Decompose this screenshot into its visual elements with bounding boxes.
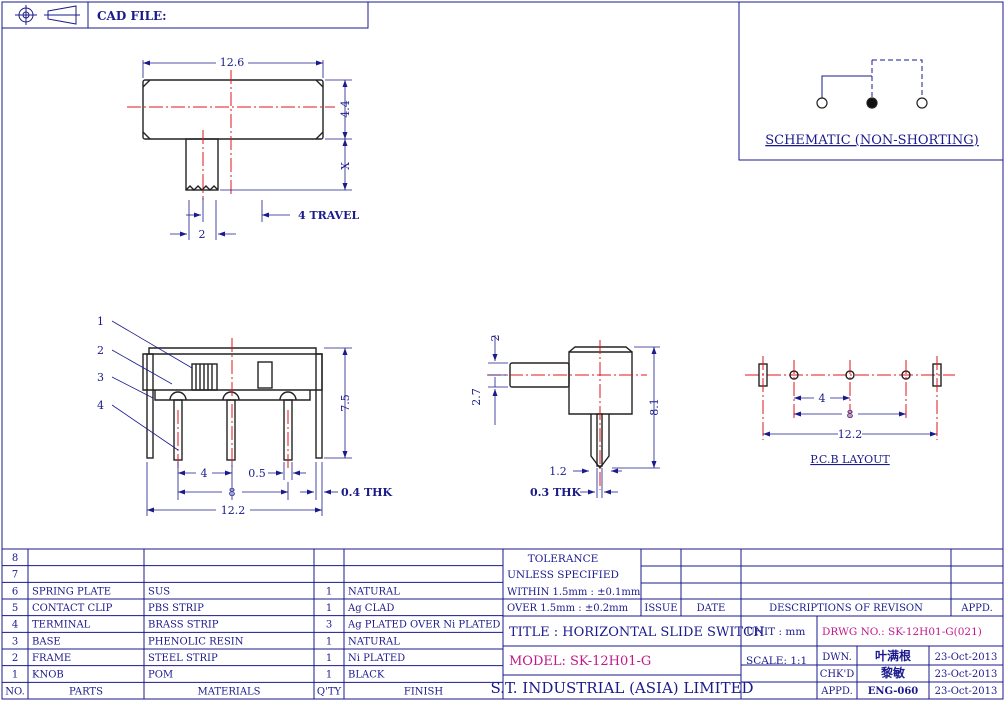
- bom-cell-no: 7: [12, 570, 18, 581]
- chk-name: 黎敏: [881, 665, 906, 680]
- revision-appd-header: APPD.: [960, 603, 993, 614]
- dwn-date: 23-Oct-2013: [935, 652, 998, 663]
- appd-date: 23-Oct-2013: [935, 686, 998, 697]
- dim-pin-width: 0.5: [248, 467, 266, 480]
- cad-file-label: CAD FILE:: [97, 9, 167, 23]
- callout-2: 2: [97, 344, 104, 357]
- pcb-layout-label: P.C.B LAYOUT: [810, 453, 890, 466]
- bom-cell-qty: 1: [326, 653, 332, 664]
- bom-cell-part: CONTACT CLIP: [32, 603, 113, 614]
- unit-label: UNIT : mm: [746, 626, 805, 638]
- dim-pitch: 2: [199, 228, 206, 241]
- bom-cell-no: 6: [12, 586, 18, 597]
- title-block: TOLERANCE UNLESS SPECIFIED WITHIN 1.5mm …: [490, 548, 1004, 700]
- bom-header-finish: FINISH: [404, 686, 443, 697]
- bom-cell-part: KNOB: [32, 670, 64, 681]
- pcb-dim-pitch: 4: [819, 392, 826, 405]
- dim-height: 4.4: [339, 100, 352, 118]
- scale-label: SCALE: 1:1: [746, 655, 807, 667]
- bom-cell-part: BASE: [32, 636, 61, 647]
- date-header: DATE: [697, 603, 726, 614]
- appd-label: APPD.: [820, 686, 853, 697]
- drawing-number: DRWG NO.: SK-12H01-G(021): [822, 626, 982, 638]
- bom-cell-no: 4: [12, 620, 18, 631]
- tolerance-heading: TOLERANCE: [528, 553, 599, 565]
- bom-cell-part: SPRING PLATE: [32, 586, 111, 597]
- bom-cell-material: STEEL STRIP: [148, 653, 218, 664]
- dim-length: 12.6: [220, 56, 245, 69]
- bom-cell-material: PBS STRIP: [148, 603, 204, 614]
- bom-header-qty: Q'TY: [317, 686, 342, 697]
- bom-cell-material: PHENOLIC RESIN: [148, 636, 244, 647]
- drawing-title: TITLE : HORIZONTAL SLIDE SWITCH: [509, 625, 764, 640]
- dim-knob-top: 2: [489, 335, 502, 342]
- projection-symbol-icon: [15, 5, 80, 25]
- bom-cell-part: TERMINAL: [32, 620, 91, 631]
- bom-cell-qty: 1: [326, 586, 332, 597]
- dwn-name: 叶满根: [875, 648, 911, 663]
- revision-description-header: DESCRIPTIONS OF REVISON: [769, 603, 923, 614]
- issue-header: ISSUE: [644, 603, 677, 614]
- bom-cell-no: 1: [12, 670, 18, 681]
- dim-pin-pitch: 4: [201, 467, 208, 480]
- bom-cell-finish: Ni PLATED: [348, 653, 405, 664]
- bom-cell-finish: Ag PLATED OVER Ni PLATED: [347, 620, 500, 631]
- terminal-open-icon: [916, 97, 928, 109]
- top-view: 12.6 4.4 X 4 TRAVEL 2: [127, 56, 359, 241]
- callout-3: 3: [97, 371, 104, 384]
- pcb-layout: 4 8 12.2 P.C.B LAYOUT: [745, 356, 955, 466]
- terminal-open-icon: [816, 97, 828, 109]
- dim-knob: 2.7: [470, 388, 483, 406]
- dim-pin: 1.2: [549, 465, 567, 478]
- bom-cell-no: 8: [12, 553, 18, 564]
- terminal-common-icon: [866, 97, 878, 109]
- tolerance-subheading: UNLESS SPECIFIED: [507, 569, 619, 581]
- callout-1: 1: [97, 315, 104, 328]
- bom-cell-finish: Ag CLAD: [347, 603, 394, 614]
- dim-overall: 12.2: [221, 504, 246, 517]
- dim-travel: 4 TRAVEL: [298, 209, 359, 222]
- bom-header-part: PARTS: [69, 686, 103, 697]
- bom-cell-material: POM: [148, 670, 173, 681]
- bom-cell-qty: 1: [326, 603, 332, 614]
- dim-height-front: 7.5: [339, 394, 352, 412]
- bom-cell-no: 2: [12, 653, 18, 664]
- dim-thickness-side: 0.3 THK: [530, 486, 582, 499]
- side-view: 2 2.7 8.1 1.2 0.3 THK: [470, 335, 661, 500]
- callout-4: 4: [97, 399, 104, 412]
- schematic-title: SCHEMATIC (NON-SHORTING): [765, 133, 979, 148]
- bom-cell-finish: NATURAL: [348, 636, 400, 647]
- bom-cell-finish: NATURAL: [348, 586, 400, 597]
- tolerance-within: WITHIN 1.5mm : ±0.1mm: [507, 587, 641, 598]
- appd-name: ENG-060: [868, 686, 919, 697]
- chk-date: 23-Oct-2013: [935, 669, 998, 680]
- dim-x: X: [339, 162, 352, 170]
- model-number: MODEL: SK-12H01-G: [509, 654, 651, 669]
- bom-cell-qty: 3: [326, 620, 332, 631]
- bom-cell-material: BRASS STRIP: [148, 620, 219, 631]
- bom-cell-material: SUS: [148, 586, 170, 597]
- dim-thickness: 0.4 THK: [341, 486, 393, 499]
- tolerance-over: OVER 1.5mm : ±0.2mm: [507, 603, 629, 614]
- dim-pin-span: 8: [229, 486, 236, 499]
- pcb-dim-overall: 12.2: [838, 428, 863, 441]
- bom-cell-no: 3: [12, 636, 18, 647]
- bom-header-material: MATERIALS: [197, 686, 260, 697]
- bom-cell-qty: 1: [326, 670, 332, 681]
- chk-label: CHK'D: [820, 669, 855, 680]
- bom-cell-qty: 1: [326, 636, 332, 647]
- bom-cell-part: FRAME: [32, 653, 71, 664]
- bom-header-no: NO.: [5, 686, 25, 697]
- dim-height-side: 8.1: [648, 398, 661, 416]
- schematic-box: SCHEMATIC (NON-SHORTING): [738, 1, 1004, 161]
- front-view: 1 2 3 4 7.5 4 0.5 8 0.4 THK 1: [97, 315, 393, 517]
- dwn-label: DWN.: [822, 652, 852, 663]
- bom-cell-no: 5: [12, 603, 18, 614]
- cad-file-header: CAD FILE:: [1, 1, 369, 29]
- bom-cell-finish: BLACK: [348, 670, 385, 681]
- company-name: S.T. INDUSTRIAL (ASIA) LIMITED: [490, 679, 753, 697]
- pcb-dim-span: 8: [847, 408, 854, 421]
